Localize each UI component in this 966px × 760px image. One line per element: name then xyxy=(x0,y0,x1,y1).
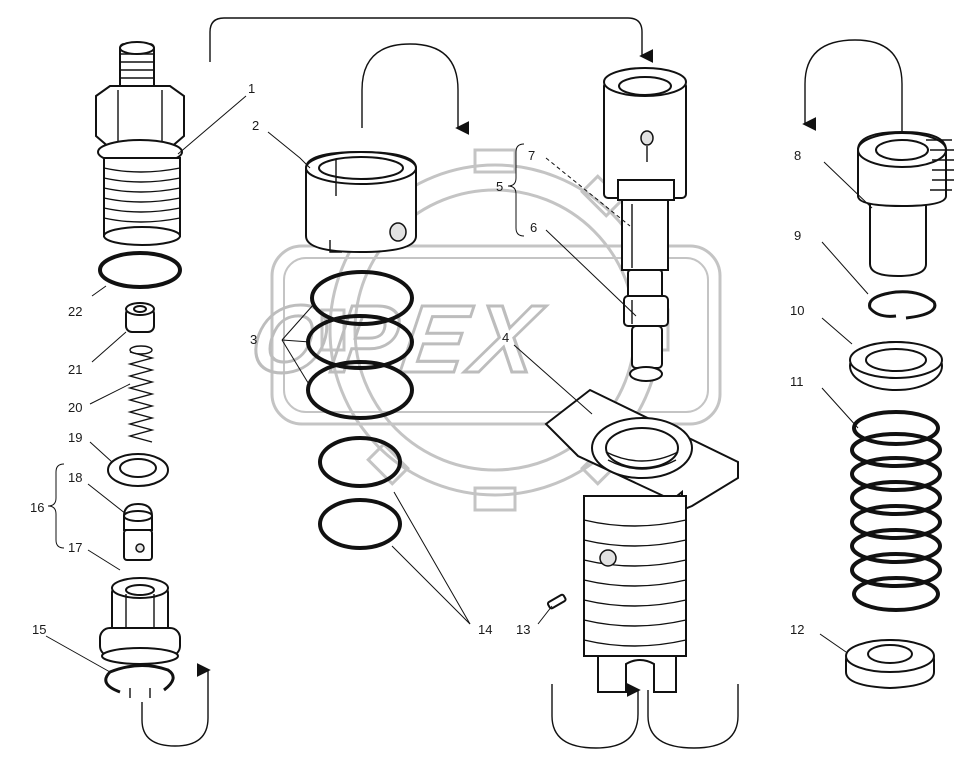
flow-arrow-bottom-left xyxy=(141,663,211,747)
part-5-plunger-assembly xyxy=(603,67,687,301)
part-19-washer xyxy=(107,453,169,487)
callout-4: 4 xyxy=(502,330,509,345)
part-6-plunger-tip xyxy=(623,295,669,382)
callout-11: 11 xyxy=(790,374,804,389)
callout-14: 14 xyxy=(478,622,492,637)
flow-arrow-top xyxy=(209,17,654,63)
callout-12: 12 xyxy=(790,622,804,637)
watermark-frame-outer xyxy=(270,244,722,426)
callout-9: 9 xyxy=(794,228,801,243)
callout-17: 17 xyxy=(68,540,82,555)
part-14-o-rings xyxy=(318,436,402,550)
callout-21: 21 xyxy=(68,362,82,377)
part-2-control-sleeve xyxy=(305,150,417,254)
flow-arrows xyxy=(141,17,903,749)
part-13-pin xyxy=(546,593,567,610)
callout-22: 22 xyxy=(68,304,82,319)
part-10-spring-seat xyxy=(849,341,943,391)
part-20-valve-spring xyxy=(127,345,155,443)
flow-arrow-right xyxy=(802,39,903,132)
callout-7: 7 xyxy=(528,148,535,163)
flow-arrow-bottom-housing-2 xyxy=(647,684,739,749)
part-15-valve-body xyxy=(99,577,181,698)
bracket-5 xyxy=(507,143,525,237)
bracket-16 xyxy=(47,463,65,549)
watermark-text: OPEX xyxy=(245,286,551,392)
callout-labels: 1 2 3 4 5 6 7 8 9 10 11 12 13 14 15 16 1… xyxy=(30,81,804,637)
callout-6: 6 xyxy=(530,220,537,235)
flow-arrow-ring xyxy=(361,43,470,135)
part-17-valve-seat xyxy=(123,529,153,561)
callout-20: 20 xyxy=(68,400,82,415)
callout-16: 16 xyxy=(30,500,44,515)
part-21-valve-cap xyxy=(125,302,155,333)
part-12-lower-spring-seat xyxy=(845,638,935,690)
part-4-pump-barrel-housing xyxy=(544,388,739,693)
watermark-frame-inner xyxy=(283,257,709,413)
callout-8: 8 xyxy=(794,148,801,163)
leader-lines xyxy=(45,95,873,673)
callout-2: 2 xyxy=(252,118,259,133)
part-8-gear-sleeve xyxy=(857,130,954,278)
callout-5: 5 xyxy=(496,179,503,194)
callout-19: 19 xyxy=(68,430,82,445)
part-1-valve-holder xyxy=(95,41,185,246)
callout-10: 10 xyxy=(790,303,804,318)
callout-13: 13 xyxy=(516,622,530,637)
callout-15: 15 xyxy=(32,622,46,637)
callout-3: 3 xyxy=(250,332,257,347)
part-11-plunger-spring xyxy=(850,410,942,612)
callout-18: 18 xyxy=(68,470,82,485)
flow-arrow-bottom-housing xyxy=(551,683,641,749)
part-22-o-ring xyxy=(98,251,182,289)
part-18-valve xyxy=(123,502,153,531)
part-9-circlip xyxy=(868,290,937,320)
callout-1: 1 xyxy=(248,81,255,96)
